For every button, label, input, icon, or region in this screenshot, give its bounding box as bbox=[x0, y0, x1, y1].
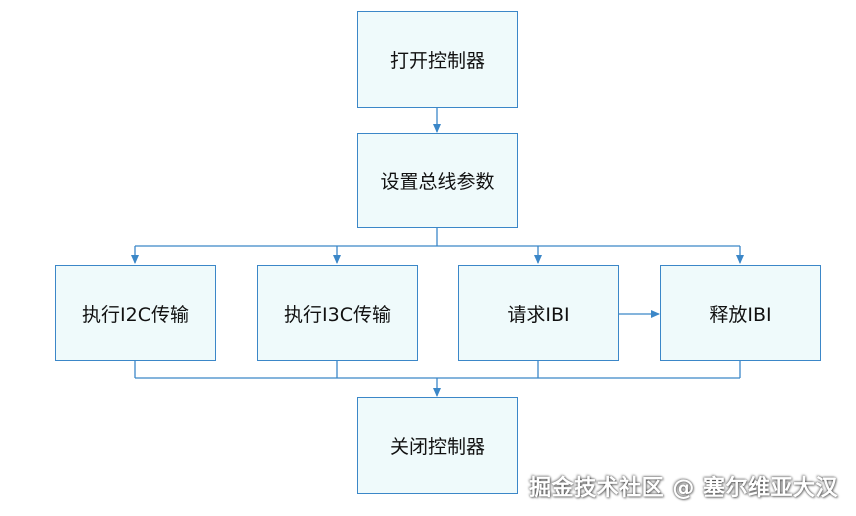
node-i3c-transfer-label: 执行I3C传输 bbox=[284, 303, 391, 326]
node-i2c-transfer: 执行I2C传输 bbox=[55, 265, 216, 361]
node-open-controller-label: 打开控制器 bbox=[389, 50, 485, 72]
node-release-ibi: 释放IBI bbox=[660, 265, 821, 361]
node-request-ibi: 请求IBI bbox=[458, 265, 619, 361]
watermark: 掘金技术社区 @ 塞尔维亚大汉 bbox=[529, 476, 838, 501]
node-release-ibi-label: 释放IBI bbox=[709, 303, 772, 326]
node-close-controller-label: 关闭控制器 bbox=[389, 436, 485, 458]
node-set-bus-params-label: 设置总线参数 bbox=[380, 171, 495, 193]
node-request-ibi-label: 请求IBI bbox=[507, 303, 570, 326]
node-close-controller: 关闭控制器 bbox=[357, 397, 518, 494]
node-i3c-transfer: 执行I3C传输 bbox=[257, 265, 418, 361]
node-set-bus-params: 设置总线参数 bbox=[357, 133, 518, 228]
node-open-controller: 打开控制器 bbox=[357, 11, 518, 108]
node-i2c-transfer-label: 执行I2C传输 bbox=[82, 303, 189, 326]
